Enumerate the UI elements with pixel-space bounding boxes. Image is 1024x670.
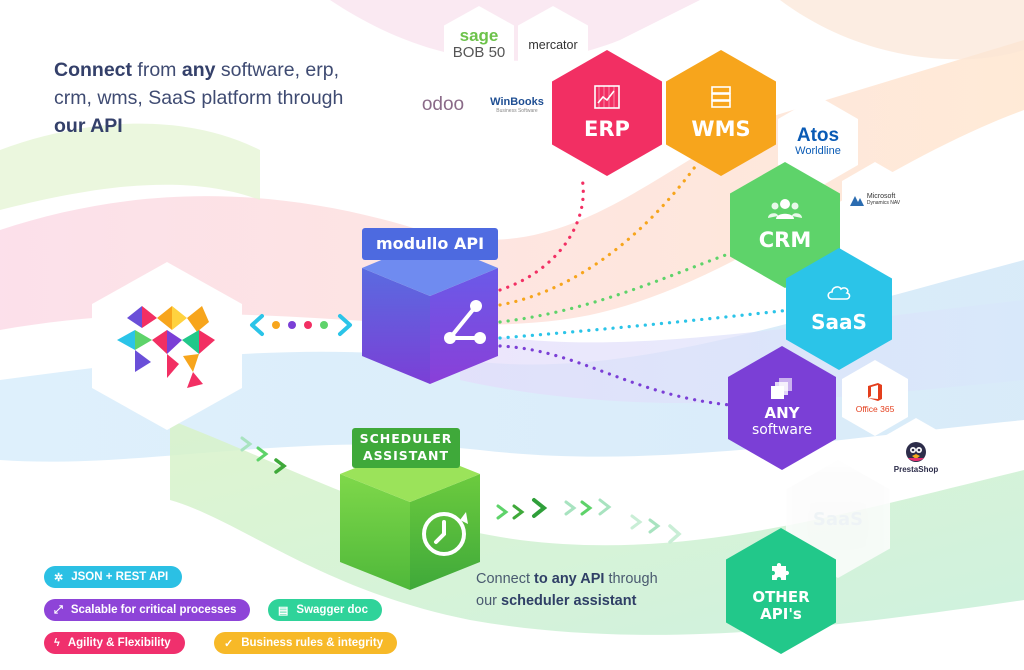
chevrons-right	[496, 498, 682, 544]
scheduler-label-line1: SCHEDULER	[359, 431, 453, 446]
dynamics-icon	[849, 196, 864, 206]
modullo-api-label: modullo API	[362, 228, 498, 260]
expand-icon: ⤢	[54, 603, 63, 616]
caption-text-2: through	[604, 571, 658, 587]
any-label: ANY	[764, 404, 800, 422]
wms-label: WMS	[691, 117, 751, 141]
feature-label: Business rules & integrity	[241, 637, 384, 649]
lightning-icon: ϟ	[54, 637, 60, 649]
windows-stack-icon	[771, 378, 792, 399]
saas-hex[interactable]: SaaS	[786, 248, 892, 370]
worldline-logo: Worldline	[795, 145, 841, 157]
bidirectional-arrow	[250, 314, 352, 336]
saas-label: SaaS	[811, 310, 867, 334]
document-icon: ▤	[278, 604, 289, 617]
scheduler-caption: Connect to any API through our scheduler…	[476, 568, 716, 612]
puzzle-icon	[772, 563, 789, 580]
headline: Connect from any software, erp, crm, wms…	[54, 56, 364, 140]
dynamics-nav-label: Dynamics NAV	[866, 200, 901, 206]
modullo-logo-icon	[117, 306, 215, 388]
apis-label: API's	[760, 605, 802, 623]
headline-text-2: software, erp, crm, wms, SaaS platform t…	[54, 59, 344, 109]
feature-swagger: ▤ Swagger doc	[268, 599, 382, 621]
sage-logo-hex: sage BOB 50	[444, 6, 514, 84]
feature-label: Agility & Flexibility	[67, 637, 171, 649]
microsoft-dynamics-logo-hex: Microsoft Dynamics NAV	[842, 162, 908, 238]
scheduler-label-line2: ASSISTANT	[363, 448, 449, 463]
caption-scheduler: scheduler assistant	[501, 593, 637, 609]
winbooks-subtitle: Business Software	[496, 108, 538, 114]
headline-text-1: from	[132, 59, 182, 81]
sage-logo: sage	[459, 26, 499, 45]
headline-any: any	[181, 59, 216, 81]
chevrons-down	[240, 436, 287, 474]
caption-text-1: Connect	[476, 571, 535, 587]
headline-connect: Connect	[54, 59, 132, 81]
microsoft-label: Microsoft	[866, 193, 896, 200]
crm-label: CRM	[758, 228, 812, 252]
scheduler-assistant-label: SCHEDULER ASSISTANT	[352, 428, 460, 468]
feature-scalable: ⤢ Scalable for critical processes	[44, 599, 251, 621]
caption-any-api: to any API	[534, 571, 605, 587]
modullo-api-cube[interactable]	[350, 224, 510, 390]
odoo-logo: odoo	[421, 94, 465, 115]
feature-label: Scalable for critical processes	[70, 604, 237, 616]
caption-text-3: our	[476, 593, 501, 609]
prestashop-label: PrestaShop	[893, 464, 939, 474]
users-icon	[768, 199, 802, 219]
office365-label: Office 365	[855, 403, 895, 414]
headline-our-api: our API	[54, 115, 123, 137]
feature-business-rules: ✓ Business rules & integrity	[214, 632, 398, 654]
boxes-icon	[711, 86, 731, 108]
atos-logo: Atos	[796, 125, 840, 146]
feature-agility: ϟ Agility & Flexibility	[44, 632, 185, 654]
feature-json-rest: ✲ JSON + REST API	[44, 566, 183, 588]
office-icon	[868, 382, 882, 401]
winbooks-logo: WinBooks	[490, 96, 544, 108]
mercator-logo: mercator	[528, 38, 578, 52]
prestashop-icon	[906, 441, 926, 462]
other-label: OTHER	[752, 588, 810, 606]
check-icon: ✓	[224, 637, 234, 650]
bob50-logo: BOB 50	[452, 44, 506, 61]
saas-faded-label: SaaS	[812, 508, 864, 530]
feature-label: JSON + REST API	[71, 571, 169, 583]
feature-label: Swagger doc	[296, 604, 368, 616]
erp-label: ERP	[584, 117, 630, 141]
software-label: software	[751, 422, 813, 438]
modullo-logo-hex	[92, 262, 242, 430]
chart-icon	[594, 85, 620, 109]
gear-icon: ✲	[54, 571, 64, 584]
cloud-icon	[827, 286, 851, 300]
